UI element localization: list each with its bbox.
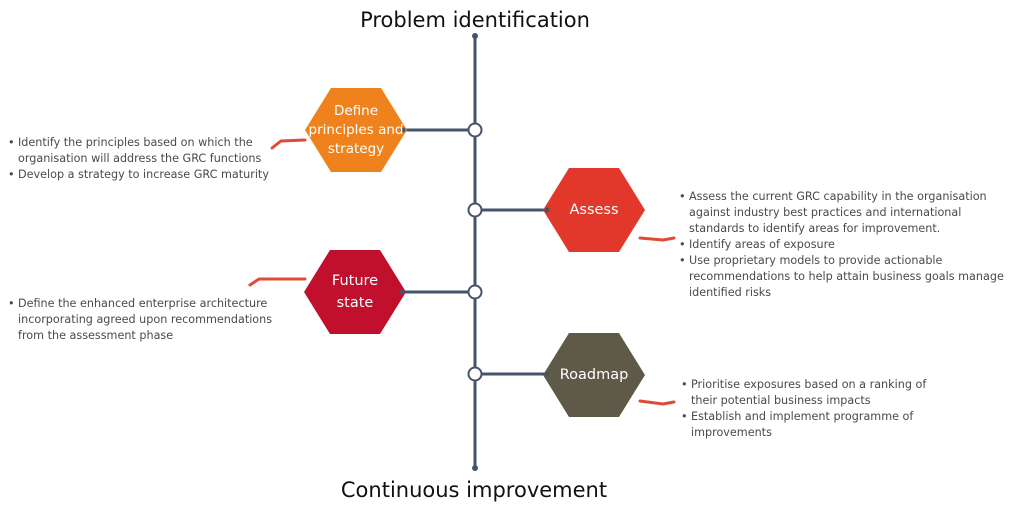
axis-node-roadmap — [467, 366, 483, 382]
list-item: Assess the current GRC capability in the… — [679, 189, 1017, 237]
roadmap-bullet-list: Prioritise exposures based on a ranking … — [681, 377, 941, 441]
connector-dot-define — [400, 127, 406, 133]
step-roadmap-label: Roadmap — [559, 367, 629, 383]
list-item: Identify the principles based on which t… — [8, 135, 278, 167]
top-label: Problem identification — [360, 8, 590, 32]
bottom-label: Continuous improvement — [340, 478, 608, 502]
list-item: Define the enhanced enterprise architect… — [8, 296, 290, 344]
accent-stroke-roadmap — [638, 399, 676, 406]
step-hexagon-roadmap — [543, 333, 645, 417]
step-hexagon-future-state — [304, 250, 406, 334]
future-state-bullet-list: Define the enhanced enterprise architect… — [8, 296, 290, 344]
axis-top-dot — [472, 33, 478, 39]
assess-bullet-list: Assess the current GRC capability in the… — [679, 189, 1017, 301]
axis-node-define — [467, 122, 483, 138]
accent-stroke-assess — [638, 236, 676, 242]
list-item: Establish and implement programme of imp… — [681, 409, 941, 441]
step-hexagon-assess — [543, 168, 645, 252]
axis-bottom-dot — [472, 465, 478, 471]
list-item: Prioritise exposures based on a ranking … — [681, 377, 941, 409]
list-item: Develop a strategy to increase GRC matur… — [8, 167, 278, 183]
list-item: Identify areas of exposure — [679, 237, 1017, 253]
step-assess-label: Assess — [569, 202, 619, 218]
list-item: Use proprietary models to provide action… — [679, 253, 1017, 301]
axis-node-future-state — [467, 284, 483, 300]
connector-dot-future-state — [399, 289, 405, 295]
axis-node-assess — [467, 202, 483, 218]
connector-dot-roadmap — [544, 371, 550, 377]
define-bullet-list: Identify the principles based on which t… — [8, 135, 278, 183]
step-hexagon-define — [305, 88, 407, 172]
accent-stroke-future-state — [248, 277, 307, 287]
connector-dot-assess — [544, 207, 550, 213]
